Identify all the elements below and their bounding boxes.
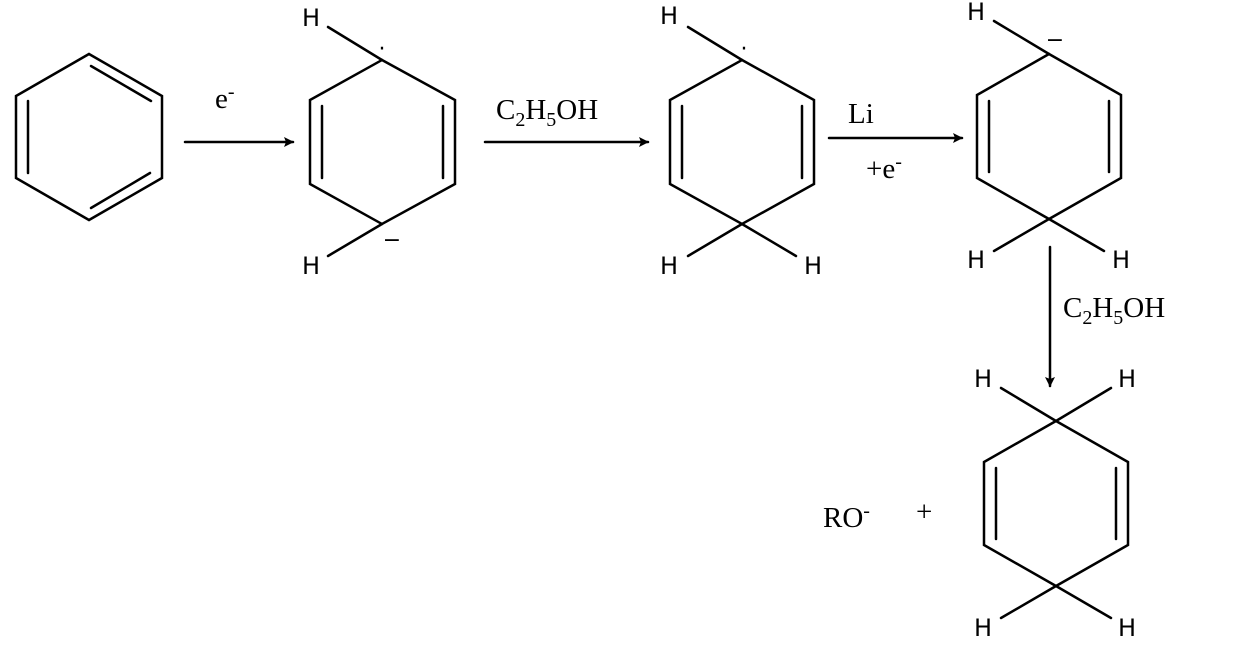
alkoxide: RO- — [823, 500, 870, 534]
cyclohexadiene-product: H H H H — [974, 365, 1136, 642]
reagent-lithium: Li — [848, 98, 874, 130]
hydrogen-atom: H — [967, 0, 985, 26]
hydrogen-atom: H — [660, 252, 678, 280]
c-h-bond — [740, 222, 798, 258]
hydrogen-atom: H — [302, 4, 320, 32]
plus-sign: + — [916, 496, 932, 528]
ring — [982, 419, 1130, 588]
ring — [308, 58, 457, 226]
hydrogen-atom: H — [1118, 365, 1136, 393]
hydrogen-atom: H — [1118, 614, 1136, 642]
negative-charge: − — [1046, 28, 1064, 53]
radical-anion: H H · − — [302, 4, 457, 280]
hydrogen-atom: H — [804, 252, 822, 280]
c-h-bond — [999, 584, 1058, 620]
hydrogen-atom: H — [967, 246, 985, 274]
c-h-bond — [686, 25, 744, 62]
c-h-bond — [1047, 217, 1106, 253]
reaction-step-4: C2H5OH — [1045, 245, 1165, 388]
double-bond — [89, 64, 153, 103]
c-h-bond — [1054, 386, 1113, 423]
hydrogen-atom: H — [302, 252, 320, 280]
ring — [975, 52, 1123, 221]
hydrogen-atom: H — [1112, 246, 1130, 274]
hydrogen-atom: H — [974, 365, 992, 393]
benzene — [14, 52, 164, 222]
cyclohexadienyl-radical: H H H · — [660, 2, 822, 280]
radical-dot: · — [379, 37, 386, 62]
reaction-step-3: Li +e- — [827, 98, 964, 185]
double-bond — [89, 171, 152, 210]
ring — [668, 58, 816, 226]
radical-dot: · — [741, 37, 748, 62]
reagent-electron: +e- — [866, 151, 902, 185]
reaction-step-2: C2H5OH — [483, 94, 650, 147]
reagent-ethanol: C2H5OH — [496, 94, 598, 131]
benzene-ring — [14, 52, 164, 222]
c-h-bond — [326, 222, 384, 258]
negative-charge: − — [383, 228, 401, 253]
cyclohexadienyl-anion: H H H − — [967, 0, 1130, 274]
hydrogen-atom: H — [660, 2, 678, 30]
c-h-bond — [992, 19, 1051, 56]
reagent-electron: e- — [215, 81, 235, 115]
c-h-bond — [999, 386, 1058, 423]
reaction-step-1: e- — [183, 81, 295, 147]
c-h-bond — [1054, 584, 1113, 620]
c-h-bond — [326, 25, 384, 62]
c-h-bond — [992, 217, 1051, 253]
c-h-bond — [686, 222, 744, 258]
hydrogen-atom: H — [974, 614, 992, 642]
reagent-ethanol: C2H5OH — [1063, 292, 1165, 329]
byproduct: RO- + — [823, 496, 932, 534]
